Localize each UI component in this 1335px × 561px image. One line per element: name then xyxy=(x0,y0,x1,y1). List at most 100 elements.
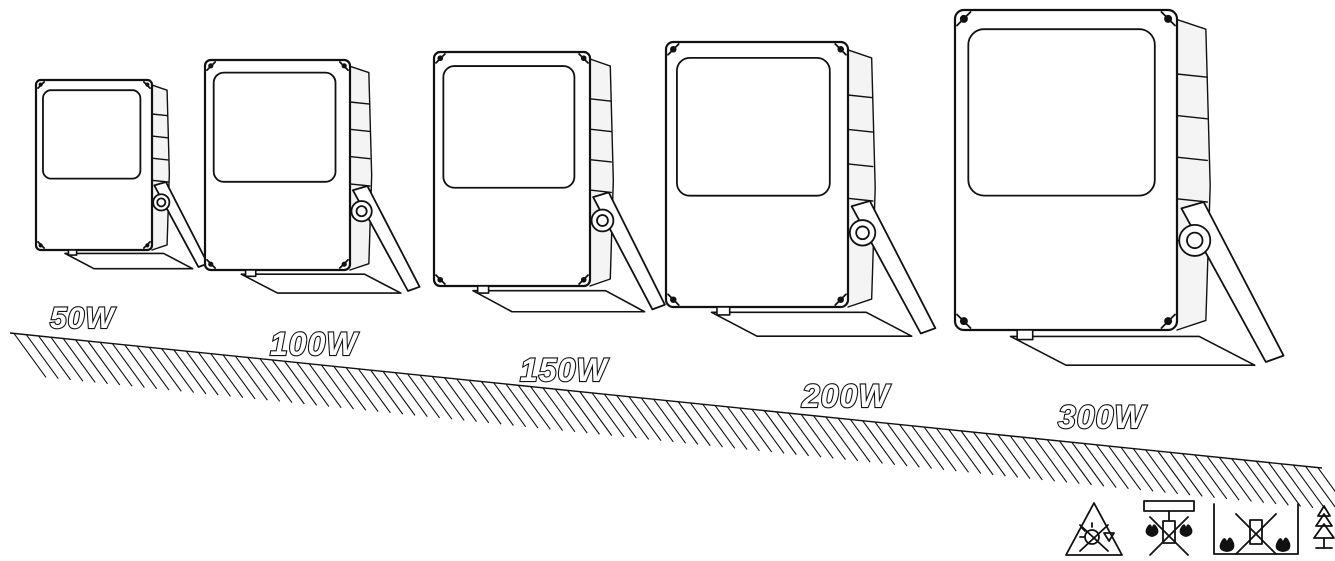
ground-hatch-line xyxy=(1243,459,1277,505)
ground-hatch-line xyxy=(837,417,871,463)
ground-hatch-line xyxy=(788,412,822,458)
lamp-cable-gland xyxy=(476,285,490,294)
ground-hatch-line xyxy=(1194,454,1228,500)
floodlight-row xyxy=(34,8,1285,366)
ground-hatch-line xyxy=(1120,446,1154,492)
ground-hatch-line xyxy=(776,411,810,457)
ground-hatch-line xyxy=(38,335,72,381)
ground-hatch-line xyxy=(308,363,342,409)
floodlight-1 xyxy=(203,58,421,294)
ground-hatch-line xyxy=(1071,441,1105,487)
ground-hatch-line xyxy=(739,407,773,453)
floodlight-4 xyxy=(953,8,1285,366)
ground-hatch-line xyxy=(1206,455,1240,501)
lamp-corner-screw xyxy=(437,276,444,283)
lamp-mount-plate xyxy=(1009,335,1256,366)
lamp-corner-screw xyxy=(1164,14,1173,23)
ground-hatch-line xyxy=(960,430,994,476)
ground-hatch-line xyxy=(148,347,182,392)
ground-hatch-line xyxy=(111,343,145,388)
lamp-corner-screw xyxy=(341,63,347,69)
lamp-fin-line xyxy=(589,128,612,133)
ground-hatch-line xyxy=(1317,467,1335,493)
lamp-corner-screw xyxy=(341,261,347,267)
lamp-side-housing xyxy=(349,65,373,271)
ground-hatch-line xyxy=(603,393,637,439)
no-flammable-surface-mount-icon xyxy=(1213,503,1299,555)
no-direct-light-warning-icon xyxy=(1065,502,1123,556)
ground-hatch-line xyxy=(751,409,785,454)
lamp-fin-line xyxy=(349,128,371,133)
ground-hatch-line xyxy=(690,402,723,448)
ground-hatch-line xyxy=(972,431,1006,477)
lamp-fin-line xyxy=(1176,114,1209,120)
ground-hatch-line xyxy=(911,425,945,471)
lamp-fin-line xyxy=(1176,73,1209,78)
ground-hatch-line xyxy=(1169,452,1203,497)
lamp-cable-gland xyxy=(1016,329,1034,341)
lamp-adjust-knob-center xyxy=(355,205,368,218)
ground-hatch-line xyxy=(1022,436,1056,482)
lamp-fin-line xyxy=(589,158,612,163)
ground-hatch-line xyxy=(1157,450,1191,496)
ground-hatch-line xyxy=(25,334,59,380)
ground-hatch xyxy=(9,332,1335,510)
ground-hatch-line xyxy=(1145,449,1179,495)
ground-hatch-line xyxy=(923,426,957,472)
ground-hatch-line xyxy=(1255,460,1289,506)
lamp-cable-gland xyxy=(716,306,731,316)
lamp-lens xyxy=(967,28,1156,197)
lamp-cable-gland xyxy=(244,269,257,278)
ground-hatch-line xyxy=(50,336,84,382)
ground-hatch-line xyxy=(444,377,477,423)
ground-hatch-line xyxy=(813,415,846,461)
ground-hatch-line xyxy=(198,352,231,397)
lamp-adjust-knob-center xyxy=(1186,231,1204,250)
ground-hatch-line xyxy=(468,379,502,425)
label-150w: 150W xyxy=(520,352,609,388)
floodlight-0 xyxy=(34,78,209,270)
ground-hatch-line xyxy=(284,360,318,406)
lamp-fin-line xyxy=(589,98,612,102)
tree-symbol-icon xyxy=(1313,505,1335,549)
ground-hatch-line xyxy=(800,414,834,459)
ground-hatch-line xyxy=(1009,435,1043,481)
lamp-fin-line xyxy=(151,113,169,117)
ground-hatch-line xyxy=(394,372,428,417)
ground-hatch-line xyxy=(591,392,625,438)
ground-hatch-line xyxy=(1132,448,1166,493)
ground-hatch-line xyxy=(886,422,920,468)
ground-hatch-line xyxy=(357,368,391,414)
lamp-corner-screw xyxy=(208,261,214,267)
lamp-fin-line xyxy=(1176,156,1209,162)
label-50w: 50W xyxy=(50,302,116,335)
ground-hatch-line xyxy=(505,383,539,429)
ground-hatch-line xyxy=(210,353,244,398)
lamp-cable-gland xyxy=(67,249,78,256)
ground-hatch-line xyxy=(407,373,441,419)
ground-hatch-line xyxy=(714,405,748,450)
lamp-corner-screw xyxy=(959,14,968,23)
ground-hatch-line xyxy=(87,340,121,386)
lamp-mount-plate xyxy=(240,273,402,294)
lamp-adjust-knob-center xyxy=(596,214,609,227)
lamp-corner-screw xyxy=(437,55,444,62)
ground-hatch-line xyxy=(321,364,354,410)
lamp-corner-screw xyxy=(580,55,587,62)
lamp-corner-screw xyxy=(580,276,587,283)
lamp-corner-screw xyxy=(837,296,844,303)
lamp-fin-line xyxy=(847,94,874,99)
ground-hatch-line xyxy=(1034,438,1068,483)
ground-hatch-line xyxy=(480,381,514,426)
lamp-fin-line xyxy=(349,155,371,160)
ground-hatch-line xyxy=(936,428,969,473)
ground-hatch-line xyxy=(345,367,379,412)
ground-hatch-line xyxy=(616,395,650,440)
ground-hatch-line xyxy=(653,398,687,444)
ground-hatch-line xyxy=(542,387,576,433)
lamp-corner-screw xyxy=(38,243,43,248)
ground-hatch-line xyxy=(1095,444,1129,490)
ground-hatch-line xyxy=(1268,462,1302,507)
lamp-corner-screw xyxy=(38,82,43,87)
